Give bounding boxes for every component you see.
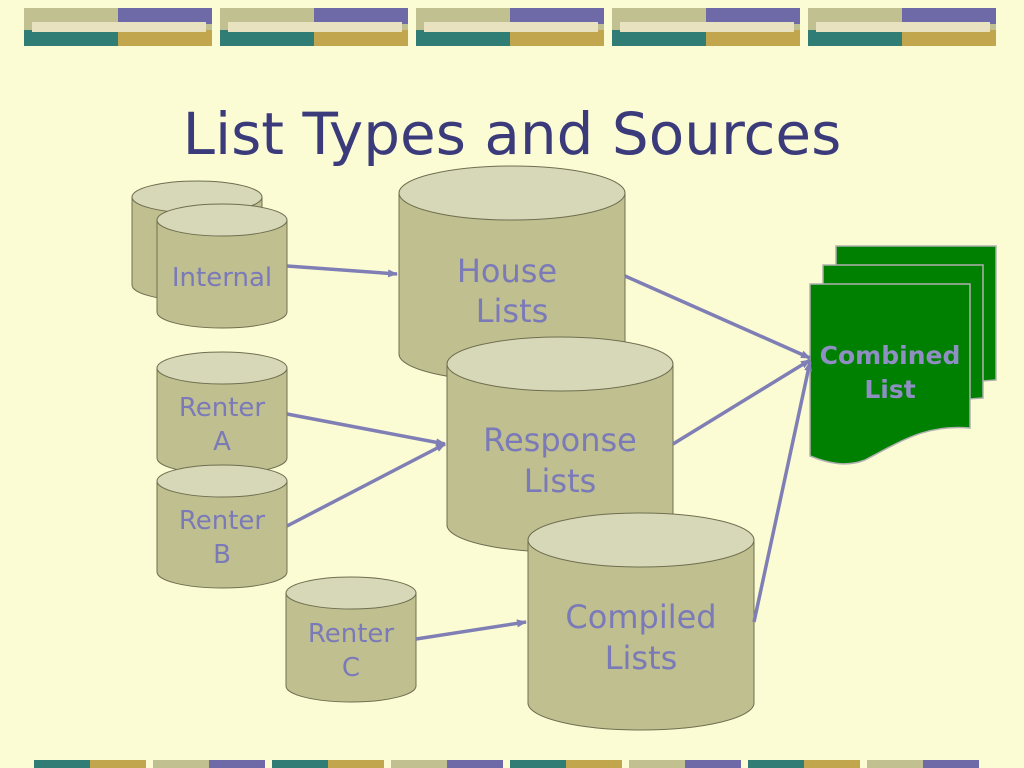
- compiled-lists-cylinder: Compiled Lists: [527, 512, 755, 731]
- arrow-internal-to-house: [286, 264, 398, 278]
- slide-title: List Types and Sources: [182, 100, 842, 168]
- arrow-compiled-to-combined: [752, 361, 813, 623]
- house-lists-cylinder: House Lists: [398, 165, 626, 382]
- arrow-response-to-combined: [672, 358, 811, 446]
- top-decor-block-3: [416, 8, 604, 46]
- house-lists-label-line1: House: [457, 252, 557, 290]
- renter-a-label-line2: A: [213, 427, 231, 457]
- top-decor-block-4: [612, 8, 800, 46]
- arrow-house-to-combined: [624, 274, 811, 360]
- arrow-renter-b-to-response: [286, 442, 446, 528]
- compiled-lists-label-line2: Lists: [605, 639, 678, 677]
- internal-label: Internal: [172, 263, 272, 293]
- arrow-renter-a-to-response: [286, 412, 446, 447]
- renter-c-cylinder: Renter C: [285, 576, 417, 703]
- response-lists-label-line1: Response: [483, 421, 637, 459]
- top-decor-block-2: [220, 8, 408, 46]
- renter-a-cylinder: Renter A: [156, 351, 288, 475]
- response-lists-cylinder: Response Lists: [446, 336, 674, 553]
- renter-a-label-line1: Renter: [179, 393, 266, 423]
- renter-c-label-line1: Renter: [308, 619, 395, 649]
- combined-list-label-line2: List: [864, 375, 915, 404]
- house-lists-label-line2: Lists: [476, 292, 549, 330]
- response-lists-label-line2: Lists: [524, 462, 597, 500]
- renter-c-label-line2: C: [342, 653, 360, 683]
- renter-b-label-line1: Renter: [179, 506, 266, 536]
- top-decor-band: [24, 8, 996, 46]
- combined-list-document: Combined List: [809, 245, 997, 465]
- arrow-renter-c-to-compiled: [415, 619, 527, 641]
- combined-list-label-line1: Combined: [820, 341, 961, 370]
- renter-b-label-line2: B: [213, 540, 231, 570]
- top-decor-block-1: [24, 8, 212, 46]
- top-decor-block-5: [808, 8, 996, 46]
- renter-b-cylinder: Renter B: [156, 464, 288, 589]
- bottom-decor-band: [34, 760, 979, 768]
- internal-cylinder: Internal: [156, 203, 288, 329]
- compiled-lists-label-line1: Compiled: [565, 598, 716, 636]
